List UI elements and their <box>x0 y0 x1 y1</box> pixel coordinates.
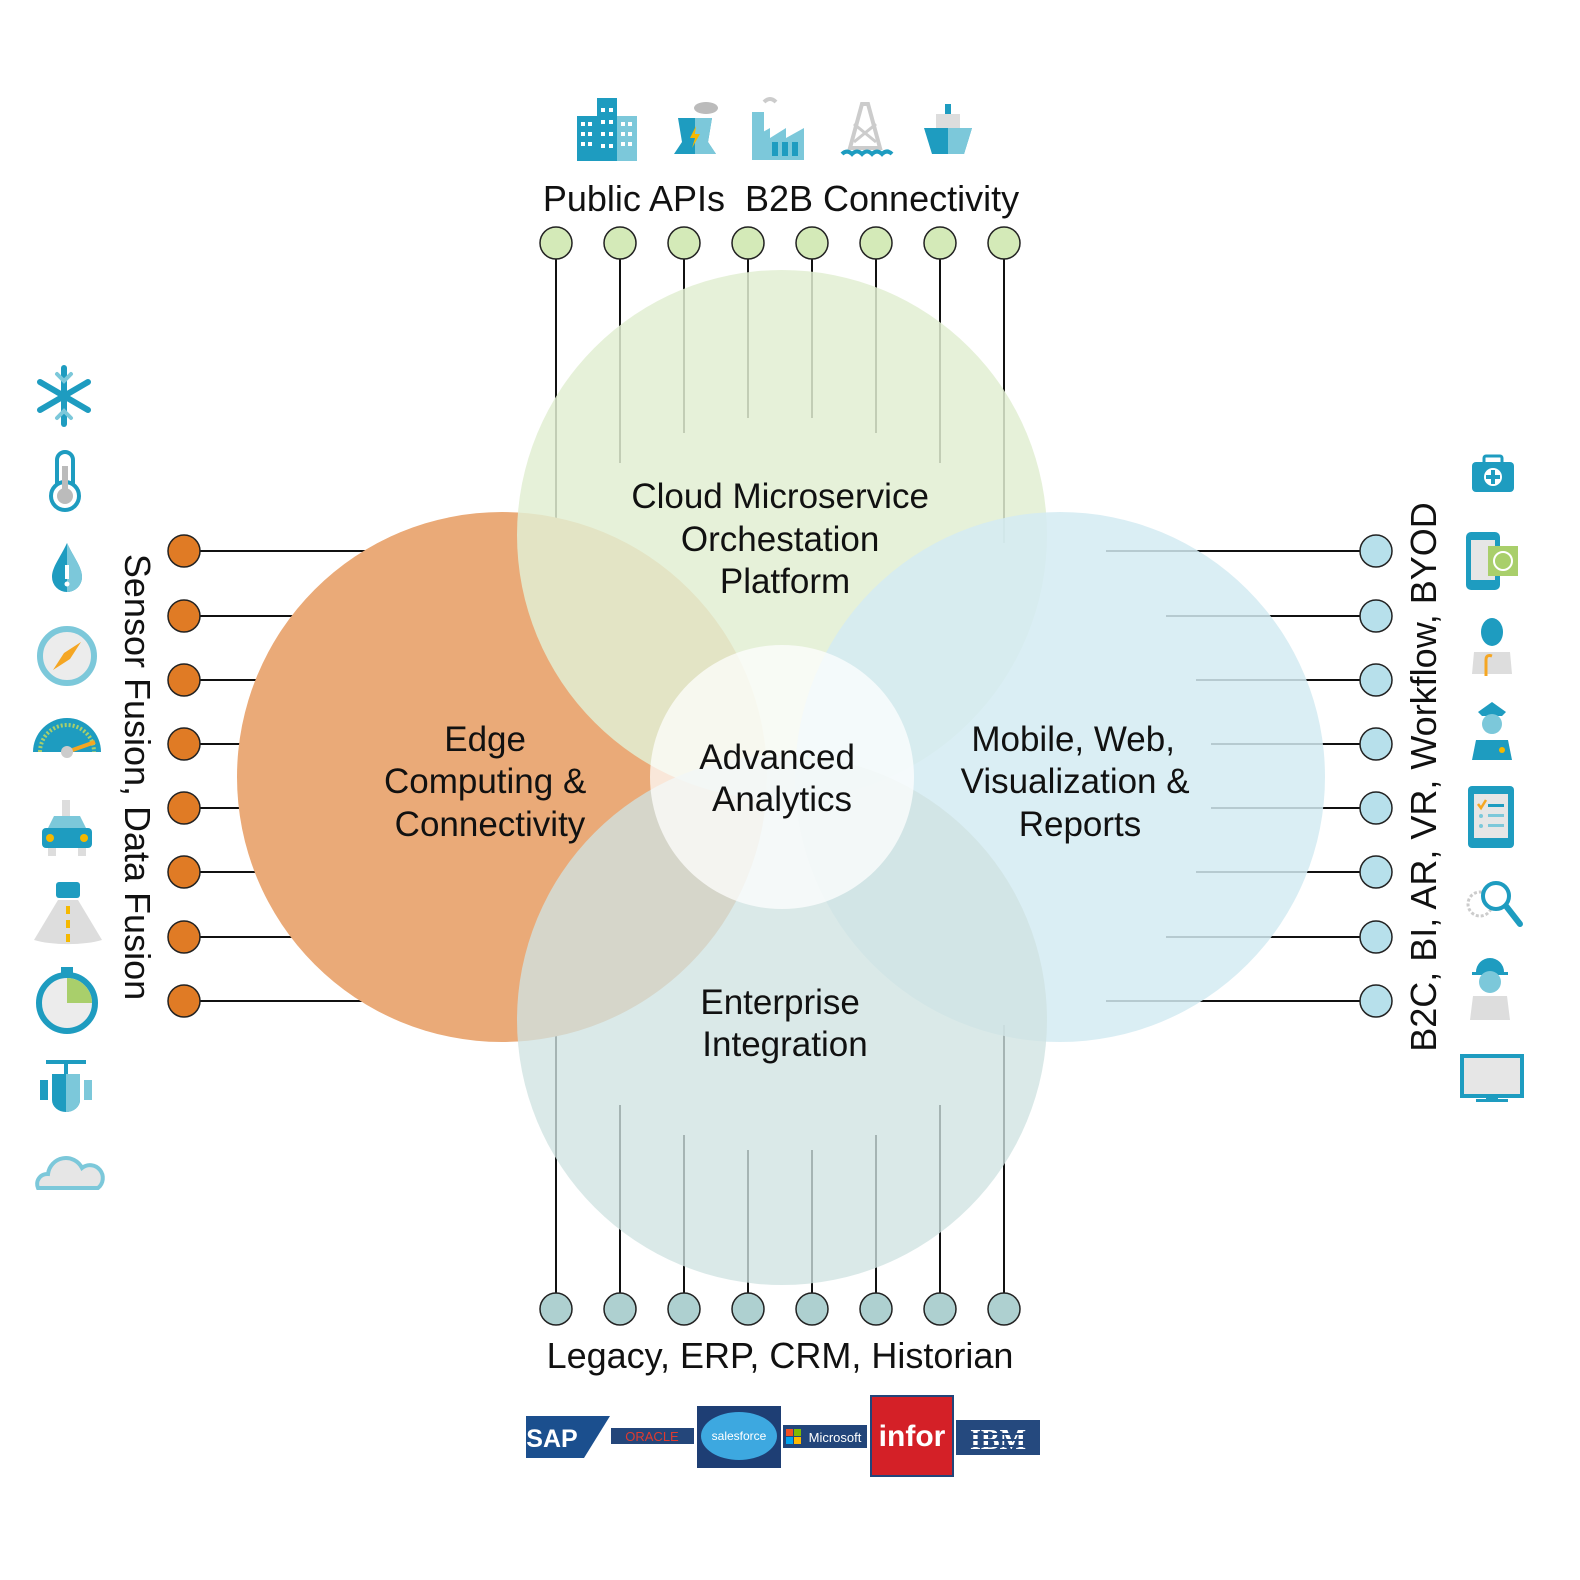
edge-label-line: Computing & <box>384 762 586 801</box>
right-connector-dot <box>1359 920 1393 954</box>
advanced-analytics-circle <box>650 645 914 909</box>
top-connector-dot <box>795 226 829 260</box>
ibm-logo: IBM <box>956 1420 1040 1456</box>
left-connector-dot <box>167 791 201 825</box>
oracle-logo: ORACLE <box>611 1428 694 1444</box>
salesforce-logo-text: salesforce <box>712 1429 767 1443</box>
vendor-logos: SAP ORACLE salesforce Microsoft infor IB… <box>526 1395 1040 1477</box>
advanced-analytics-label: Advanced Analytics <box>699 738 864 819</box>
bottom-connector-dot <box>795 1292 829 1326</box>
bottom-connector-dot <box>923 1292 957 1326</box>
stopwatch-icon <box>36 967 98 1034</box>
top-connector-dot <box>859 226 893 260</box>
sap-logo-text: SAP <box>526 1425 577 1453</box>
bottom-connector-dot <box>539 1292 573 1326</box>
cloud-label-line: Cloud Microservice <box>631 477 929 516</box>
left-connector-dot <box>167 920 201 954</box>
right-connector-dot <box>1359 663 1393 697</box>
construction-worker-icon <box>1470 958 1510 1020</box>
top-connector-dot <box>987 226 1021 260</box>
sap-logo: SAP <box>526 1416 610 1458</box>
bottom-label: Legacy, ERP, CRM, Historian <box>547 1335 1014 1376</box>
mobile-app-icon <box>1466 532 1518 590</box>
bottom-connector-dot <box>667 1292 701 1326</box>
left-icons <box>33 365 105 1190</box>
microsoft-logo-text: Microsoft <box>809 1430 862 1445</box>
valve-icon <box>40 1060 92 1112</box>
thermometer-icon <box>49 450 81 512</box>
cloud-label-line: Orchestation <box>681 520 879 559</box>
top-connector-dot <box>603 226 637 260</box>
left-connector-dot <box>167 534 201 568</box>
factory-icon <box>752 97 804 160</box>
cargo-ship-icon <box>924 104 972 154</box>
left-connector-dot <box>167 663 201 697</box>
water-drop-alert-icon <box>52 543 82 592</box>
top-connector-dot <box>731 226 765 260</box>
center-label-line: Advanced <box>699 738 855 777</box>
enterprise-integration-circle <box>517 755 1047 1285</box>
top-label: Public APIs B2B Connectivity <box>543 178 1019 219</box>
top-icons <box>577 97 972 161</box>
connected-car-icon <box>42 800 92 856</box>
mobile-label-line: Visualization & <box>961 762 1190 801</box>
monitor-icon <box>1460 1054 1524 1102</box>
top-connector-dot <box>923 226 957 260</box>
right-label: B2C, BI, AR, VR, Workflow, BYOD <box>1403 502 1444 1052</box>
edge-label-line: Edge <box>444 720 526 759</box>
left-connector-dot <box>167 727 201 761</box>
medical-kit-icon <box>1472 454 1514 492</box>
right-connector-dot <box>1359 727 1393 761</box>
center-label-line: Analytics <box>712 780 852 819</box>
tablet-checklist-icon <box>1468 786 1514 848</box>
compass-icon <box>37 626 97 686</box>
top-connector-dot <box>667 226 701 260</box>
bottom-connector-dot <box>603 1292 637 1326</box>
right-icons <box>1460 454 1524 1102</box>
left-connector-dot <box>167 984 201 1018</box>
edge-computing-label: Edge Computing & Connectivity <box>384 720 596 844</box>
salesforce-logo: salesforce <box>697 1406 781 1468</box>
elderly-person-icon <box>1472 618 1512 676</box>
fingerprint-search-icon <box>1466 881 1523 927</box>
power-plant-icon <box>674 102 718 154</box>
enterprise-label-line: Integration <box>702 1025 867 1064</box>
mobile-web-label: Mobile, Web, Visualization & Reports <box>961 720 1200 844</box>
right-connector-dot <box>1359 855 1393 889</box>
enterprise-label-line: Enterprise <box>700 983 860 1022</box>
infor-logo: infor <box>870 1395 954 1477</box>
left-connector-dot <box>167 855 201 889</box>
bottom-connector-dot <box>859 1292 893 1326</box>
bottom-connector-dot <box>731 1292 765 1326</box>
left-connector-dot <box>167 599 201 633</box>
speedometer-icon <box>33 718 101 758</box>
mobile-label-line: Reports <box>1019 805 1142 844</box>
oil-rig-icon <box>840 102 894 157</box>
bottom-connector-dot <box>987 1292 1021 1326</box>
top-connector-dot <box>539 226 573 260</box>
oracle-logo-text: ORACLE <box>625 1429 679 1444</box>
cloud-platform-label: Cloud Microservice Orchestation Platform <box>631 477 938 601</box>
cloud-label-line: Platform <box>720 562 850 601</box>
right-connector-dot <box>1359 791 1393 825</box>
infor-logo-text: infor <box>879 1420 946 1453</box>
right-connector-dot <box>1359 984 1393 1018</box>
enterprise-integration-label: Enterprise Integration <box>700 983 869 1064</box>
city-buildings-icon <box>577 98 637 161</box>
snowflake-icon <box>37 365 91 427</box>
mobile-label-line: Mobile, Web, <box>971 720 1175 759</box>
edge-label-line: Connectivity <box>395 805 586 844</box>
microsoft-logo: Microsoft <box>783 1425 867 1448</box>
cloud-icon <box>35 1156 105 1190</box>
police-officer-icon <box>1472 702 1512 760</box>
left-label: Sensor Fusion, Data Fusion <box>117 554 158 1000</box>
right-connector-dot <box>1359 599 1393 633</box>
road-car-icon <box>34 882 102 945</box>
right-connector-dot <box>1359 534 1393 568</box>
